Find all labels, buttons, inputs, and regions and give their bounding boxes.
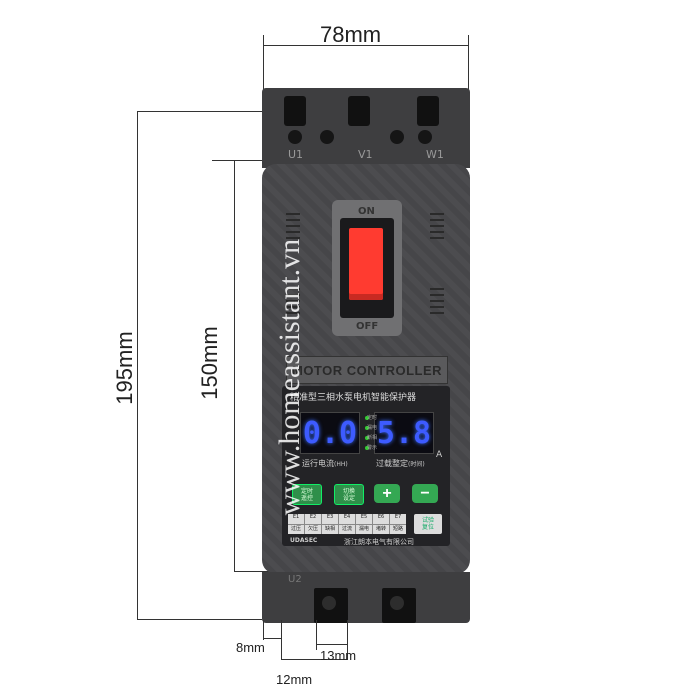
body-height-tick-top <box>212 160 272 161</box>
error-code: E7 <box>394 514 402 520</box>
plus-icon: + <box>382 484 392 502</box>
vent-right <box>430 213 444 239</box>
motor-controller-device: U1 V1 W1 ON OFF MOTOR CONTROLLER 精准型三相水泵… <box>262 88 470 623</box>
label-run-current-text: 运行电流 <box>302 459 334 468</box>
display-left: 0.0 <box>300 412 360 454</box>
error-code-row: E1 E2 E3 E4 E5 E6 E7 <box>288 514 406 524</box>
display-unit: A <box>436 450 443 460</box>
error-code: E6 <box>373 514 390 524</box>
bottom-dim-tick-d <box>347 620 348 660</box>
display-right-value: 5.8 <box>376 415 432 451</box>
error-code: E4 <box>339 514 356 524</box>
terminal-hole-1 <box>288 130 302 144</box>
error-code: E1 <box>288 514 305 524</box>
brand-logo: UDASEC <box>290 537 318 544</box>
error-desc: 过流 <box>339 524 356 534</box>
timer-remote-label: 定时 遥控 <box>300 487 313 502</box>
bottom-dim-line-8mm <box>263 638 281 639</box>
vent-left-2 <box>286 288 300 314</box>
indicator-label-4: 警示 <box>367 445 378 451</box>
power-switch-toggle[interactable] <box>349 228 383 300</box>
switch-off-label: OFF <box>356 321 379 332</box>
error-code: E3 <box>322 514 339 524</box>
bottom-hole-2 <box>390 596 404 610</box>
indicator-label-3: 断相 <box>367 435 378 441</box>
watermark: www.homeassistant.vn <box>273 207 307 547</box>
label-overload-sub: (时间) <box>408 461 425 468</box>
body-height-line <box>234 160 235 571</box>
brand-plate: MOTOR CONTROLLER <box>286 356 448 384</box>
timer-remote-button[interactable]: 定时 遥控 <box>292 484 322 505</box>
terminal-label-v1: V1 <box>358 148 373 161</box>
error-desc-row: 过压 欠压 缺相 过流 漏电 堵转 短路 <box>288 523 406 534</box>
panel-title: 精准型三相水泵电机智能保护器 <box>290 393 417 403</box>
bottom-dim-line-12mm <box>281 659 347 660</box>
bottom-dim-line-13mm <box>316 644 347 645</box>
watermark-text: www.homeassistant.vn <box>273 238 306 516</box>
error-desc: 缺相 <box>322 524 339 534</box>
minus-icon: − <box>420 484 430 502</box>
bottom-dim-label-13mm: 13mm <box>320 648 357 663</box>
terminal-label-u1: U1 <box>288 148 304 161</box>
vent-right-2 <box>430 288 444 314</box>
error-code: E5 <box>356 514 373 524</box>
label-overload: 过载整定(时间) <box>376 458 425 469</box>
plus-button[interactable]: + <box>374 484 400 503</box>
width-dimension-tick-left <box>263 35 264 90</box>
bottom-dim-tick-c <box>316 620 317 650</box>
error-desc: 堵转 <box>373 524 390 534</box>
vent-left <box>286 213 300 239</box>
minus-button[interactable]: − <box>412 484 438 503</box>
error-desc: 过压 <box>288 524 305 534</box>
total-height-line <box>137 112 138 620</box>
label-run-current: 运行电流(HH) <box>302 458 348 469</box>
company-name: 浙江朗本电气有限公司 <box>344 538 414 546</box>
terminal-label-w1: W1 <box>426 148 444 161</box>
indicator-label-2: 漏电 <box>367 425 378 431</box>
indicator-dots <box>360 414 374 454</box>
label-overload-text: 过载整定 <box>376 459 408 468</box>
bottom-hole-1 <box>322 596 336 610</box>
terminal-label-u2: U2 <box>288 574 302 585</box>
display-right: 5.8 <box>374 412 434 454</box>
terminal-screw-2 <box>348 96 370 126</box>
terminal-screw-3 <box>417 96 439 126</box>
switch-set-button[interactable]: 切换 设定 <box>334 484 364 505</box>
error-code: E2 <box>305 514 322 524</box>
body-height-tick-bottom <box>234 571 274 572</box>
total-height-tick-bottom <box>137 619 262 620</box>
bottom-dim-label-8mm: 8mm <box>236 640 265 655</box>
label-run-current-sub: (HH) <box>334 461 348 468</box>
bottom-dim-tick-b <box>281 620 282 660</box>
body-height-label: 150mm <box>197 326 222 400</box>
error-desc: 短路 <box>392 525 403 532</box>
switch-on-label: ON <box>358 206 375 217</box>
display-left-value: 0.0 <box>302 415 358 451</box>
terminal-hole-3 <box>390 130 404 144</box>
error-desc: 欠压 <box>305 524 322 534</box>
switch-set-label: 切换 设定 <box>342 487 355 502</box>
width-dimension-tick-right <box>468 35 469 90</box>
terminal-hole-4 <box>418 130 432 144</box>
total-height-label: 195mm <box>112 331 137 405</box>
width-dimension-label: 78mm <box>320 22 382 47</box>
test-reset-label: 试验 复位 <box>421 517 434 531</box>
error-desc: 漏电 <box>356 524 373 534</box>
width-dimension-line <box>263 45 469 46</box>
bottom-dim-tick-a <box>263 620 264 640</box>
test-reset-button[interactable]: 试验 复位 <box>414 514 442 534</box>
total-height-tick-top <box>137 111 262 112</box>
bottom-terminal-block <box>262 572 470 623</box>
brand-plate-text: MOTOR CONTROLLER <box>291 362 443 378</box>
error-code-table: E1 E2 E3 E4 E5 E6 E7 过压 欠压 缺相 过流 漏电 堵转 短… <box>288 514 406 534</box>
indicator-label-1: 定时 <box>367 415 378 421</box>
bottom-dim-label-12mm: 12mm <box>276 672 313 687</box>
terminal-screw-1 <box>284 96 306 126</box>
terminal-hole-2 <box>320 130 334 144</box>
